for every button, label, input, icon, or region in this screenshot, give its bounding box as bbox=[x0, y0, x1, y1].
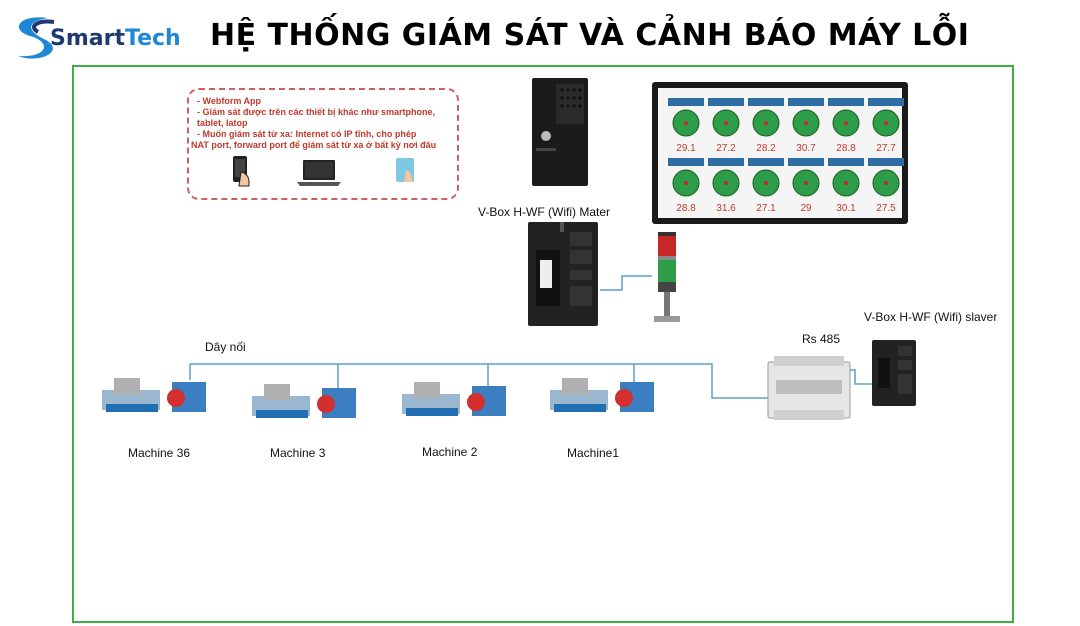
gauge-header bbox=[828, 158, 864, 166]
gauge-dial-icon bbox=[792, 169, 820, 197]
monitoring-screen: 29.1 27.2 28.2 30.7 28.8 27.7 28.8 31.6 27.1 29 30… bbox=[658, 88, 904, 218]
machine-36-icon bbox=[102, 378, 206, 412]
gauge-value: 27.7 bbox=[876, 143, 896, 154]
gauge-tile: 28.2 bbox=[748, 98, 784, 154]
gauge-dial-icon bbox=[832, 109, 860, 137]
gauge-dial-icon bbox=[752, 169, 780, 197]
gauge-value: 27.5 bbox=[876, 203, 896, 214]
gauge-value: 29.1 bbox=[676, 143, 696, 154]
gauge-value: 29 bbox=[800, 203, 812, 214]
gauge-tile: 30.1 bbox=[828, 158, 864, 214]
gauge-dial-icon bbox=[872, 169, 900, 197]
gauge-header bbox=[788, 158, 824, 166]
gauge-header bbox=[708, 158, 744, 166]
rs485-label: Rs 485 bbox=[802, 332, 841, 346]
logo-text-tech: Tech bbox=[124, 26, 181, 51]
webform-info-box: - Webform App - Giám sát được trên các t… bbox=[187, 88, 459, 200]
info-line: - Webform App bbox=[197, 96, 261, 106]
master-label: V-Box H-WF (Wifi) Mater bbox=[478, 205, 610, 219]
info-line: - Giám sát được trên các thiết bị khác n… bbox=[197, 107, 435, 117]
gauge-tile: 27.5 bbox=[868, 158, 904, 214]
machine-2-icon bbox=[402, 382, 506, 416]
gauge-dial-icon bbox=[752, 109, 780, 137]
gauge-tile: 29.1 bbox=[668, 98, 704, 154]
gauge-tile: 28.8 bbox=[828, 98, 864, 154]
gauge-value: 28.8 bbox=[676, 203, 696, 214]
gauge-value: 27.1 bbox=[756, 203, 776, 214]
logo-text-smart: Smart bbox=[50, 26, 125, 51]
gauge-dial-icon bbox=[712, 169, 740, 197]
info-line: tablet, latop bbox=[197, 118, 248, 128]
machine-label: Machine 36 bbox=[128, 446, 191, 460]
smarttech-logo bbox=[8, 12, 188, 64]
gauge-header bbox=[668, 98, 704, 106]
gauge-dial-icon bbox=[792, 109, 820, 137]
wire-label: Dây nối bbox=[205, 340, 246, 354]
gauge-dial-icon bbox=[672, 109, 700, 137]
gauge-tile: 27.1 bbox=[748, 158, 784, 214]
logo-swoosh-icon bbox=[18, 17, 55, 59]
machine-label: Machine1 bbox=[567, 446, 620, 460]
machine-3-icon bbox=[252, 384, 356, 418]
gauge-header bbox=[748, 158, 784, 166]
info-line: NAT port, forward port để giám sát từ xa… bbox=[191, 140, 437, 150]
gauge-header bbox=[868, 158, 904, 166]
gauge-tile: 29 bbox=[788, 158, 824, 214]
gauge-value: 30.7 bbox=[796, 143, 816, 154]
gauge-tile: 30.7 bbox=[788, 98, 824, 154]
diagram-frame bbox=[72, 65, 1014, 623]
gauge-header bbox=[868, 98, 904, 106]
slaver-label: V-Box H-WF (Wifi) slaver bbox=[864, 310, 998, 324]
vbox-master-device bbox=[528, 222, 598, 326]
gauge-header bbox=[668, 158, 704, 166]
vbox-slaver-device bbox=[872, 340, 916, 406]
plc-module-device bbox=[767, 356, 851, 420]
page-title: HỆ THỐNG GIÁM SÁT VÀ CẢNH BÁO MÁY LỖI bbox=[210, 18, 970, 53]
gauge-dial-icon bbox=[832, 169, 860, 197]
tablet-icon bbox=[396, 158, 414, 182]
logo-text: SmartTech bbox=[50, 26, 181, 51]
gauge-dial-icon bbox=[712, 109, 740, 137]
gauge-tile: 27.2 bbox=[708, 98, 744, 154]
gauge-header bbox=[708, 98, 744, 106]
gauge-value: 27.2 bbox=[716, 143, 736, 154]
gauge-header bbox=[828, 98, 864, 106]
info-line: - Muốn giám sát từ xa: Internet có IP tĩ… bbox=[197, 129, 417, 139]
gauge-tile: 31.6 bbox=[708, 158, 744, 214]
pc-tower-icon bbox=[532, 78, 588, 186]
gauge-tile: 28.8 bbox=[668, 158, 704, 214]
gauge-dial-icon bbox=[872, 109, 900, 137]
monitoring-display: 29.1 27.2 28.2 30.7 28.8 27.7 28.8 31.6 27.1 29 30… bbox=[652, 82, 908, 224]
gauge-tile: 27.7 bbox=[868, 98, 904, 154]
gauge-value: 28.8 bbox=[836, 143, 856, 154]
laptop-icon bbox=[297, 160, 341, 186]
gauge-header bbox=[748, 98, 784, 106]
gauge-header bbox=[788, 98, 824, 106]
gauge-dial-icon bbox=[672, 169, 700, 197]
machine-1-icon bbox=[550, 378, 654, 412]
signal-tower-light-icon bbox=[654, 232, 680, 322]
phone-icon bbox=[233, 156, 250, 187]
gauge-value: 28.2 bbox=[756, 143, 776, 154]
machine-label: Machine 3 bbox=[270, 446, 326, 460]
machine-label: Machine 2 bbox=[422, 445, 478, 459]
gauge-value: 30.1 bbox=[836, 203, 856, 214]
gauge-value: 31.6 bbox=[716, 203, 736, 214]
